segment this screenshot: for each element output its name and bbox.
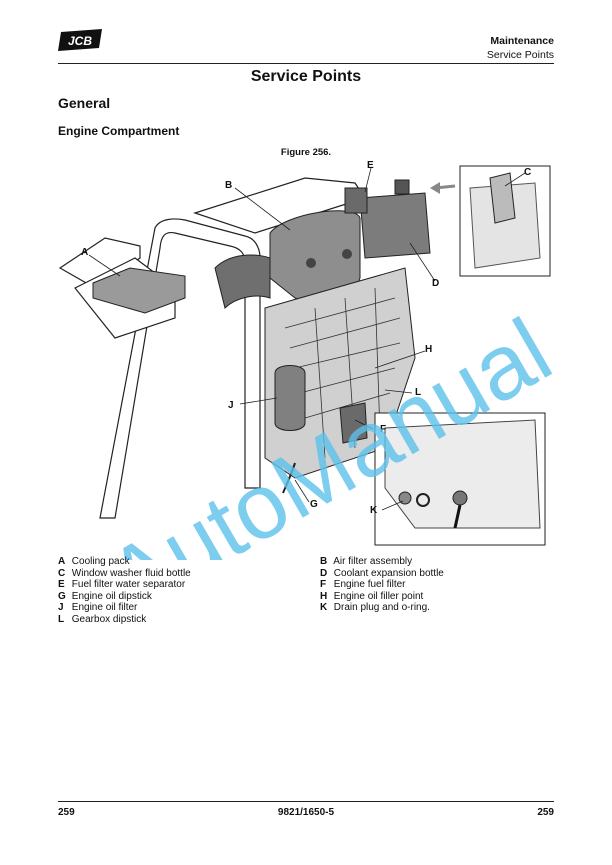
header-subsection: Service Points	[486, 49, 554, 61]
engine-compartment-figure: A B C D E F G H J K L	[58, 160, 551, 546]
watermark-text: AutoManual	[91, 300, 567, 560]
legend-item: L Gearbox dipstick	[58, 613, 147, 625]
callout-b: B	[225, 180, 232, 191]
footer-page-left: 259	[58, 807, 75, 818]
legend-item: G Engine oil dipstick	[58, 590, 152, 602]
footer-doc-number: 9821/1650-5	[277, 807, 335, 818]
header-section: Maintenance	[490, 35, 554, 47]
footer-rule	[58, 801, 554, 802]
page-title: Service Points	[250, 68, 362, 85]
callout-d: D	[432, 278, 439, 289]
callout-e: E	[367, 160, 374, 171]
callout-k: K	[370, 505, 378, 516]
callout-a: A	[81, 247, 88, 258]
callout-c: C	[524, 167, 531, 178]
legend-left: A Cooling pack C Window washer fluid bot…	[58, 556, 191, 625]
callout-g: G	[310, 499, 318, 510]
heading-engine-compartment: Engine Compartment	[58, 124, 180, 138]
legend-item: C Window washer fluid bottle	[58, 567, 191, 579]
legend-item: K Drain plug and o-ring.	[320, 602, 430, 613]
header-rule	[58, 63, 554, 64]
jcb-logo: JCB	[58, 29, 102, 51]
legend-item: B Air filter assembly	[320, 556, 413, 567]
legend-item: A Cooling pack	[58, 556, 130, 567]
legend-item: F Engine fuel filter	[320, 579, 406, 590]
legend-item: D Coolant expansion bottle	[320, 567, 444, 579]
watermark: AutoManual	[91, 300, 567, 560]
callout-f: F	[380, 424, 386, 435]
callout-j: J	[228, 400, 234, 411]
logo-text: JCB	[68, 34, 92, 48]
callout-l: L	[415, 387, 421, 398]
heading-general: General	[58, 95, 111, 111]
callout-h: H	[425, 344, 432, 355]
legend-item: J Engine oil filter	[58, 602, 138, 613]
legend-item: E Fuel filter water separator	[58, 579, 186, 590]
legend-item: H Engine oil filler point	[320, 590, 424, 602]
legend-right: B Air filter assembly D Coolant expansio…	[320, 556, 444, 614]
running-header: Maintenance Service Points	[487, 34, 554, 62]
footer-page-right: 259	[537, 807, 554, 818]
figure-caption: Figure 256.	[280, 147, 332, 158]
